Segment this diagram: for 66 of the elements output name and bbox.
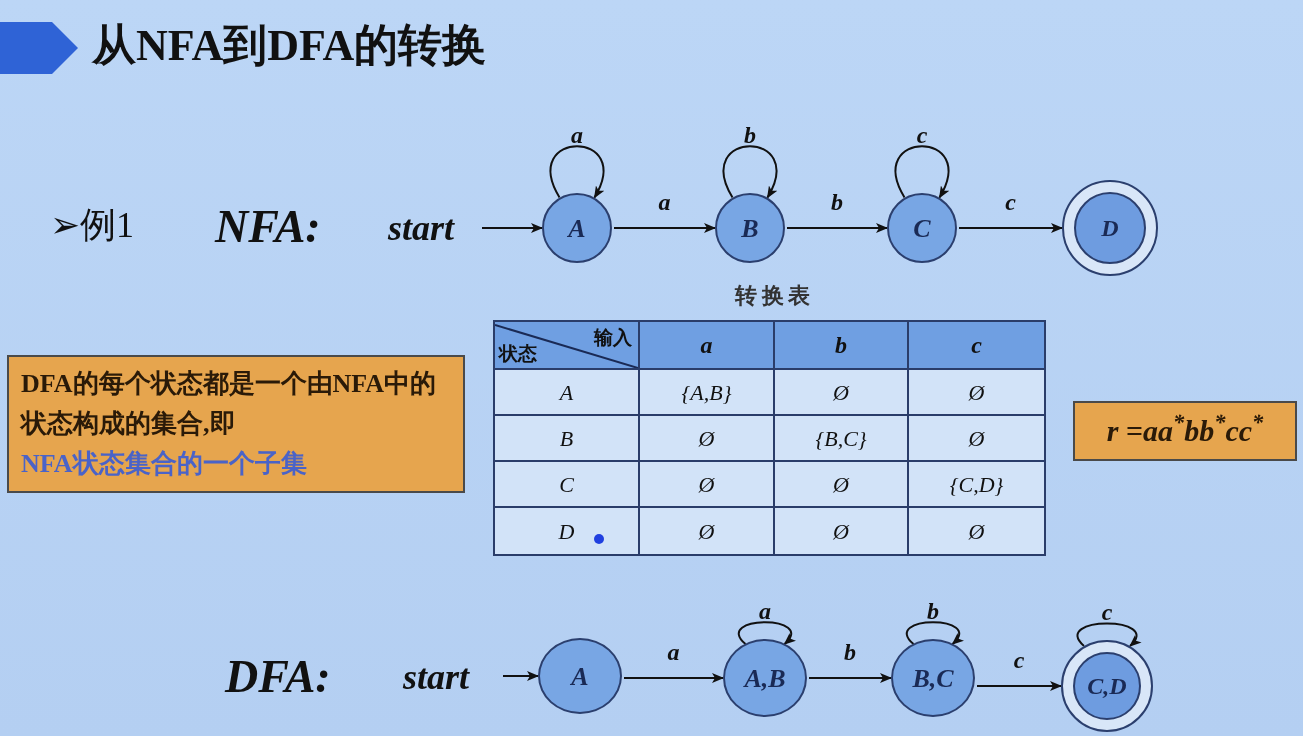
note-box xyxy=(1073,401,1297,461)
table-cell-text: Ø xyxy=(833,470,849,499)
table-caption: 转换表 xyxy=(733,281,816,310)
section-label: DFA: xyxy=(225,649,332,704)
transition-arrow xyxy=(958,223,1063,233)
table-cell-text: Ø xyxy=(698,517,715,546)
transition-arrow xyxy=(502,671,539,681)
self-loop-arrow xyxy=(894,145,950,199)
state-circle: C xyxy=(887,193,957,263)
edge-label: c xyxy=(916,123,928,147)
section-label: ➢例1 xyxy=(50,204,135,247)
table-cell-text: Ø xyxy=(833,517,849,546)
row-header: 状态 xyxy=(499,341,537,366)
table-cell-text: {C,D} xyxy=(949,470,1004,499)
column-header: b xyxy=(835,331,847,360)
edge-label: a xyxy=(571,123,583,147)
section-label: NFA: xyxy=(215,199,322,254)
row-header: B xyxy=(559,424,574,453)
self-loop-arrow xyxy=(722,145,778,199)
edge-label: c xyxy=(1013,648,1025,672)
edge-label: a xyxy=(658,190,671,214)
column-header: a xyxy=(700,331,713,360)
edge-label: a xyxy=(759,599,771,623)
self-loop-arrow xyxy=(905,621,964,646)
note-text: r =aa$^{*}$bb$^{*}$cc$^{*}$ xyxy=(1105,408,1265,449)
edge-label: b xyxy=(744,123,756,147)
table-cell-text: {A,B} xyxy=(681,378,732,407)
state-circle: A xyxy=(542,193,612,263)
start-label: start xyxy=(388,205,480,251)
edge-label: c xyxy=(1005,190,1016,214)
title-marker xyxy=(0,22,78,74)
self-loop-arrow xyxy=(1076,622,1141,647)
table-cell-text: {B,C} xyxy=(815,424,867,453)
self-loop-arrow xyxy=(549,145,605,199)
self-loop-arrow xyxy=(737,621,796,646)
note-box xyxy=(7,355,465,493)
table-cell-text: Ø xyxy=(833,378,849,407)
start-label: start xyxy=(403,655,501,699)
transition-arrow xyxy=(623,673,724,683)
note-text: DFA的每个状态都是一个由NFA中的状态构成的集合,即 xyxy=(21,367,437,440)
state-circle: A,B xyxy=(723,639,807,717)
transition-arrow xyxy=(613,223,716,233)
table-cell-text: Ø xyxy=(968,378,985,407)
edge-label: b xyxy=(927,599,939,623)
edge-label: c xyxy=(1101,600,1113,624)
edge-label: b xyxy=(844,640,856,664)
transition-arrow xyxy=(786,223,888,233)
edge-label: a xyxy=(667,640,680,664)
row-header: A xyxy=(559,378,574,407)
table-cell-text: Ø xyxy=(698,424,715,453)
row-header: D xyxy=(558,517,575,546)
table-cell-text: Ø xyxy=(698,470,715,499)
state-circle: A xyxy=(538,638,622,714)
transition-arrow xyxy=(481,223,543,233)
state-circle: B xyxy=(715,193,785,263)
column-header: 输入 xyxy=(594,326,632,350)
transition-arrow xyxy=(808,673,892,683)
note-text: NFA状态集合的一个子集 xyxy=(21,448,308,481)
transition-arrow xyxy=(976,681,1062,691)
table-cell-text: Ø xyxy=(968,424,985,453)
slide-title: 从NFA到DFA的转换 xyxy=(92,20,487,72)
table-cell-text: Ø xyxy=(968,517,985,546)
column-header: c xyxy=(971,331,982,360)
edge-label: b xyxy=(831,190,843,214)
state-circle: B,C xyxy=(891,639,975,717)
row-header: C xyxy=(559,470,574,499)
